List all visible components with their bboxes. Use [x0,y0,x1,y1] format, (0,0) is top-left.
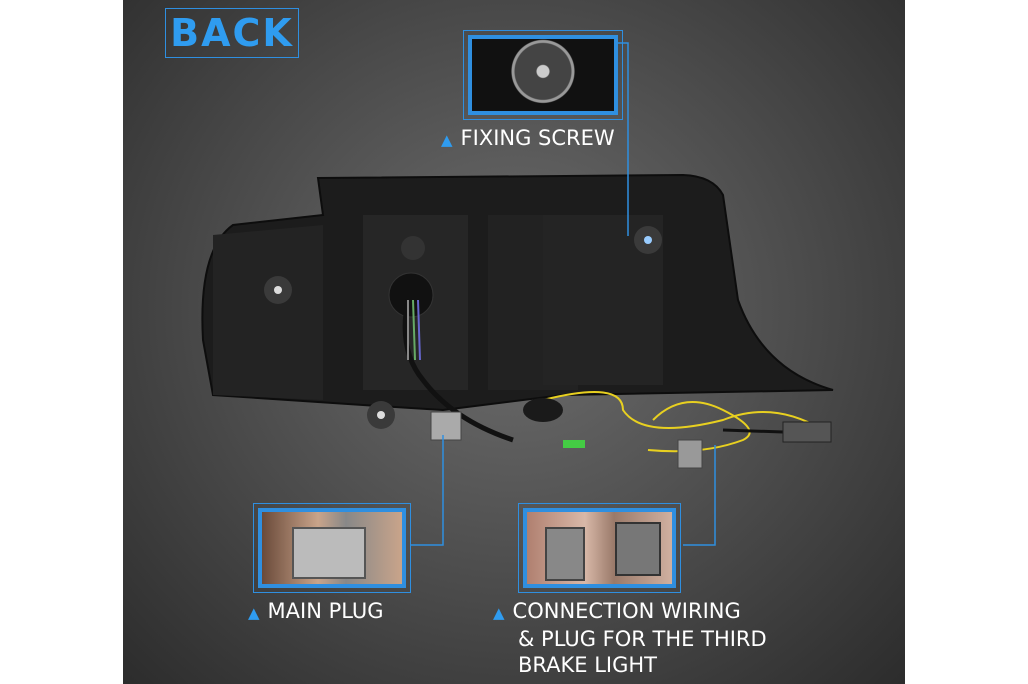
fixing-screw-inset [463,30,623,120]
plug-shape [615,522,661,576]
fixing-screw-label: ▲FIXING SCREW [441,126,615,150]
caret-up-icon: ▲ [441,131,453,149]
caret-up-icon: ▲ [248,604,260,622]
third-brake-plug-inset [518,503,681,593]
caret-up-icon: ▲ [493,604,505,622]
main-plug-inset [253,503,411,593]
main-plug-label: ▲MAIN PLUG [248,599,384,623]
plug-shape [292,527,366,579]
back-title: BACK [165,8,299,58]
product-image: BACK ▲FIXING SCREW ▲MAIN PLUG ▲CONNECTIO… [123,0,905,684]
plug-shape [545,527,585,581]
taillight-illustration [201,42,834,546]
connection-wiring-label: ▲CONNECTION WIRING & PLUG FOR THE THIRD … [493,599,767,677]
